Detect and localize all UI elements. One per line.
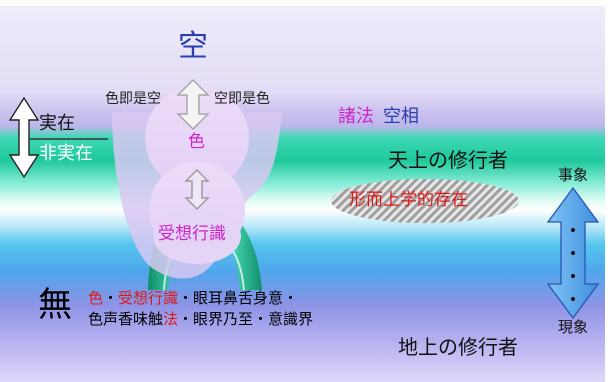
mu-line1-sep: ・ bbox=[103, 289, 119, 307]
title-emptiness: 空 bbox=[178, 29, 208, 64]
earthly-practitioner-label: 地上の修行者 bbox=[398, 335, 518, 359]
mu-line2-objects: 色声香味触 bbox=[88, 310, 164, 328]
empty-aspect-label: 空相 bbox=[383, 106, 419, 127]
aggregates-label: 受想行識 bbox=[158, 224, 226, 244]
right-margin bbox=[605, 0, 614, 382]
form-is-emptiness-label: 色即是空 bbox=[105, 91, 161, 107]
metaphysical-existence-label: 形而上学的存在 bbox=[349, 190, 468, 210]
top-margin bbox=[0, 0, 614, 6]
phenomenon-top-label: 事象 bbox=[558, 166, 589, 184]
emptiness-is-form-label: 空即是色 bbox=[214, 91, 270, 107]
heavenly-practitioner-label: 天上の修行者 bbox=[388, 148, 508, 172]
form-perception-double-arrow bbox=[184, 168, 210, 211]
metaphysical-ellipse bbox=[331, 179, 519, 223]
mu-line1-senses: ・眼耳鼻舌身意・ bbox=[178, 289, 299, 307]
nothingness-line-2: 色声香味触法・眼界乃至・意識界 bbox=[88, 312, 313, 327]
phenomenon-bottom-label: 現象 bbox=[558, 318, 589, 336]
mu-line2-dharma: 法 bbox=[163, 310, 179, 328]
form-emptiness-double-arrow bbox=[176, 78, 210, 131]
form-label: 色 bbox=[188, 132, 205, 152]
mu-line1-aggregates: 受想行識 bbox=[118, 289, 179, 307]
nothingness-glyph: 無 bbox=[38, 285, 72, 325]
real-unreal-double-arrow bbox=[8, 96, 108, 179]
all-dharmas-label: 諸法 bbox=[338, 106, 374, 127]
nothingness-line-1: 色・受想行識・眼耳鼻舌身意・ bbox=[88, 291, 298, 306]
phenomenon-double-arrow bbox=[546, 186, 600, 320]
real-label: 実在 bbox=[39, 113, 75, 134]
mu-line2-realms: ・眼界乃至・意識界 bbox=[178, 310, 314, 328]
unreal-label: 非実在 bbox=[39, 143, 93, 164]
mu-line1-form: 色 bbox=[88, 289, 104, 307]
